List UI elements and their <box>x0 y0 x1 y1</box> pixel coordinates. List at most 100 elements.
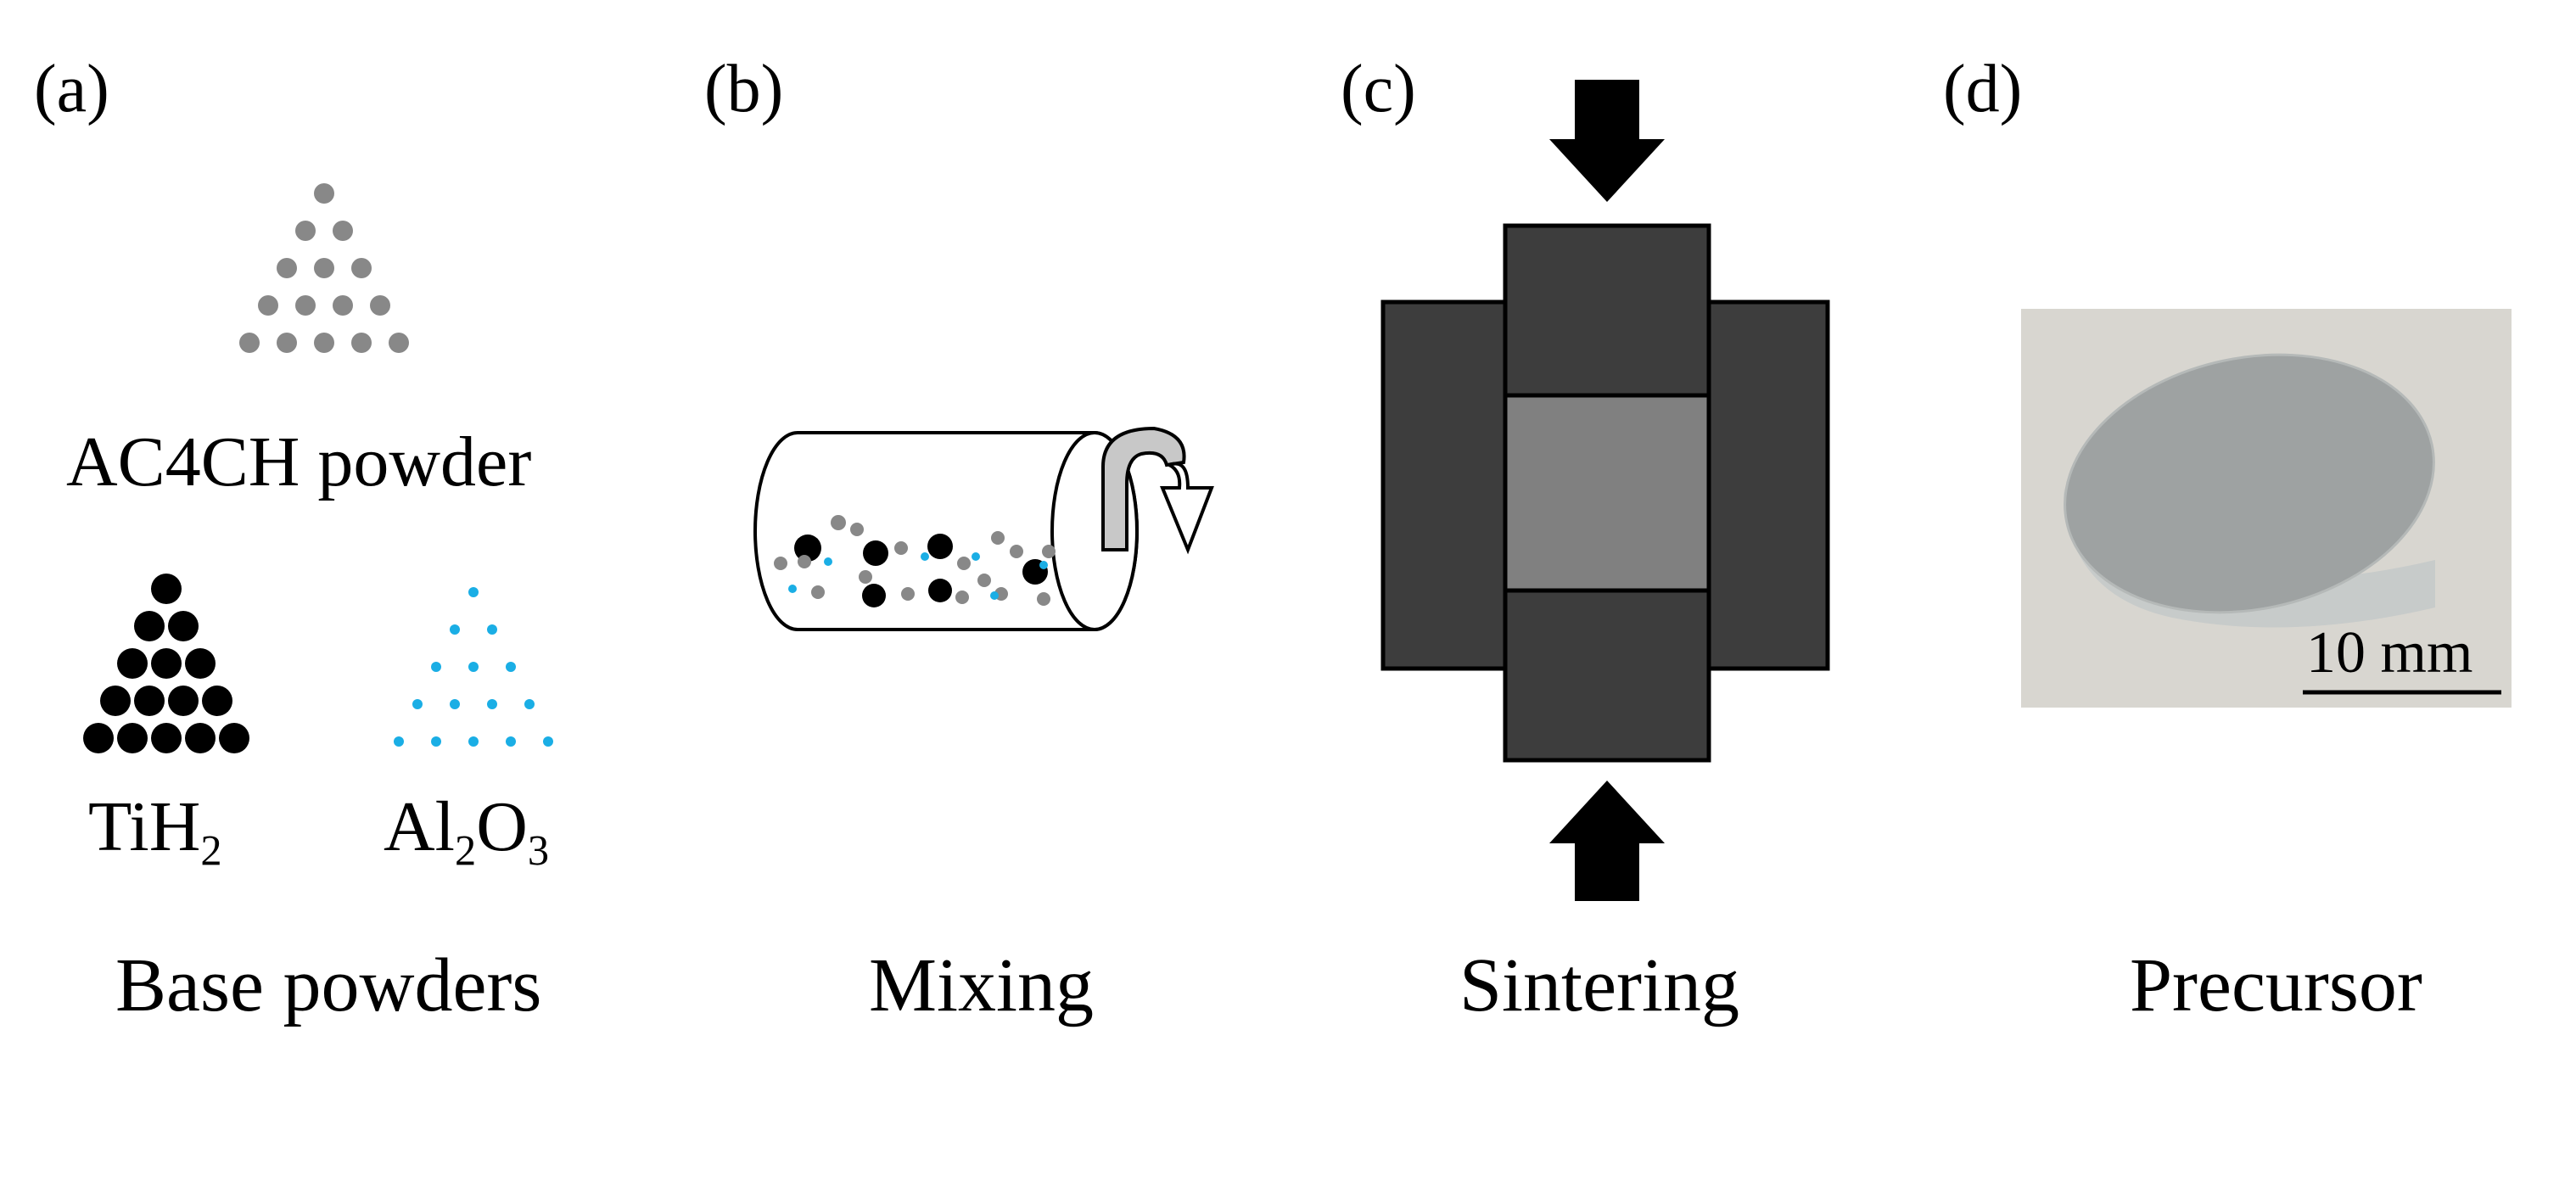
al2o3-particle <box>487 699 497 709</box>
al2o3-particle <box>506 736 516 747</box>
al2o3-particle <box>450 699 460 709</box>
down-arrow-icon <box>1549 80 1665 202</box>
panel-c-tag: (c) <box>1341 52 1416 126</box>
al2o3-particle <box>468 587 479 597</box>
ac4ch-particle <box>370 295 390 316</box>
tih2-particle <box>168 686 199 716</box>
caption-sintering: Sintering <box>1459 943 1739 1027</box>
al2o3-particle <box>468 662 479 672</box>
panel-d-tag: (d) <box>1943 52 2023 126</box>
ac4ch-mixed-particle <box>811 585 825 599</box>
ac4ch-mixed-particle <box>774 557 787 570</box>
ac4ch-particle <box>258 295 278 316</box>
ac4ch-particle <box>314 258 334 278</box>
tih2-particle <box>117 723 148 753</box>
ac4ch-mixed-particle <box>894 541 908 555</box>
al2o3-powder-pyramid <box>394 587 553 747</box>
powder-sample <box>1503 393 1711 593</box>
ac4ch-particle <box>389 333 409 353</box>
al2o3-particle <box>394 736 404 747</box>
al2o3-particle <box>524 699 535 709</box>
ac4ch-particle <box>314 183 334 204</box>
caption-precursor: Precursor <box>2130 943 2422 1027</box>
al2o3-base2: O <box>476 787 528 866</box>
ac4ch-mixed-particle <box>977 574 991 587</box>
tih2-mixed-particle <box>927 534 953 559</box>
tih2-sub: 2 <box>200 826 222 875</box>
tih2-particle <box>134 686 165 716</box>
ac4ch-particle <box>239 333 260 353</box>
ac4ch-particle <box>333 221 353 241</box>
tih2-label: TiH2 <box>88 786 222 872</box>
ac4ch-mixed-particle <box>991 531 1005 545</box>
tih2-mixed-particle <box>794 535 821 562</box>
tih2-particle <box>168 611 199 641</box>
ac4ch-mixed-particle <box>831 515 846 530</box>
ac4ch-label: AC4CH powder <box>66 423 532 501</box>
mixed-particles <box>774 515 1056 607</box>
tih2-particle <box>151 574 182 604</box>
ac4ch-particle <box>277 258 297 278</box>
tih2-mixed-particle <box>863 540 888 566</box>
scale-label: 10 mm <box>2306 620 2473 686</box>
tih2-particle <box>185 723 216 753</box>
panel-a-tag: (a) <box>34 52 109 126</box>
al2o3-particle <box>543 736 553 747</box>
tih2-particle <box>151 723 182 753</box>
panel-b-tag: (b) <box>704 52 784 126</box>
ac4ch-mixed-particle <box>850 523 864 536</box>
tih2-powder-pyramid <box>83 574 249 753</box>
al2o3-base1: Al <box>384 787 455 866</box>
al2o3-mixed-particle <box>788 585 797 593</box>
tih2-particle <box>185 648 216 679</box>
tih2-particle <box>83 723 114 753</box>
al2o3-mixed-particle <box>990 591 999 600</box>
ac4ch-particle <box>314 333 334 353</box>
tih2-particle <box>134 611 165 641</box>
al2o3-mixed-particle <box>1039 561 1048 569</box>
al2o3-particle <box>506 662 516 672</box>
al2o3-sub1: 2 <box>455 826 477 875</box>
ac4ch-particle <box>277 333 297 353</box>
ac4ch-mixed-particle <box>955 590 969 604</box>
precursor-photo <box>2021 309 2512 708</box>
al2o3-particle <box>431 736 441 747</box>
ac4ch-particle <box>333 295 353 316</box>
tih2-particle <box>219 723 249 753</box>
ac4ch-mixed-particle <box>901 587 915 601</box>
ac4ch-particle <box>351 258 372 278</box>
tih2-base: TiH <box>88 787 201 866</box>
ac4ch-particle <box>295 295 316 316</box>
ac4ch-particle <box>351 333 372 353</box>
al2o3-mixed-particle <box>824 557 832 566</box>
upper-punch <box>1503 223 1711 398</box>
al2o3-mixed-particle <box>921 552 929 561</box>
al2o3-label: Al2O3 <box>384 786 549 872</box>
sintering-die <box>1380 223 1830 763</box>
rotation-arrow <box>1101 426 1214 555</box>
ac4ch-mixed-particle <box>859 570 872 584</box>
ac4ch-mixed-particle <box>1010 545 1023 558</box>
al2o3-particle <box>412 699 423 709</box>
caption-mixing: Mixing <box>869 943 1095 1027</box>
al2o3-sub2: 3 <box>527 826 550 875</box>
ac4ch-mixed-particle <box>1037 592 1050 606</box>
al2o3-particle <box>487 624 497 635</box>
ac4ch-mixed-particle <box>1042 545 1056 558</box>
al2o3-particle <box>468 736 479 747</box>
tih2-particle <box>202 686 232 716</box>
ac4ch-mixed-particle <box>957 557 971 570</box>
lower-punch <box>1503 588 1711 763</box>
ac4ch-particle <box>295 221 316 241</box>
caption-base-powders: Base powders <box>115 943 542 1027</box>
up-arrow-icon <box>1549 781 1665 901</box>
ac4ch-mixed-particle <box>798 555 811 568</box>
ac4ch-powder-pyramid <box>239 183 409 353</box>
al2o3-mixed-particle <box>972 552 980 561</box>
tih2-particle <box>151 648 182 679</box>
al2o3-particle <box>431 662 441 672</box>
tih2-particle <box>100 686 131 716</box>
tih2-particle <box>117 648 148 679</box>
tih2-mixed-particle <box>862 584 886 607</box>
al2o3-particle <box>450 624 460 635</box>
